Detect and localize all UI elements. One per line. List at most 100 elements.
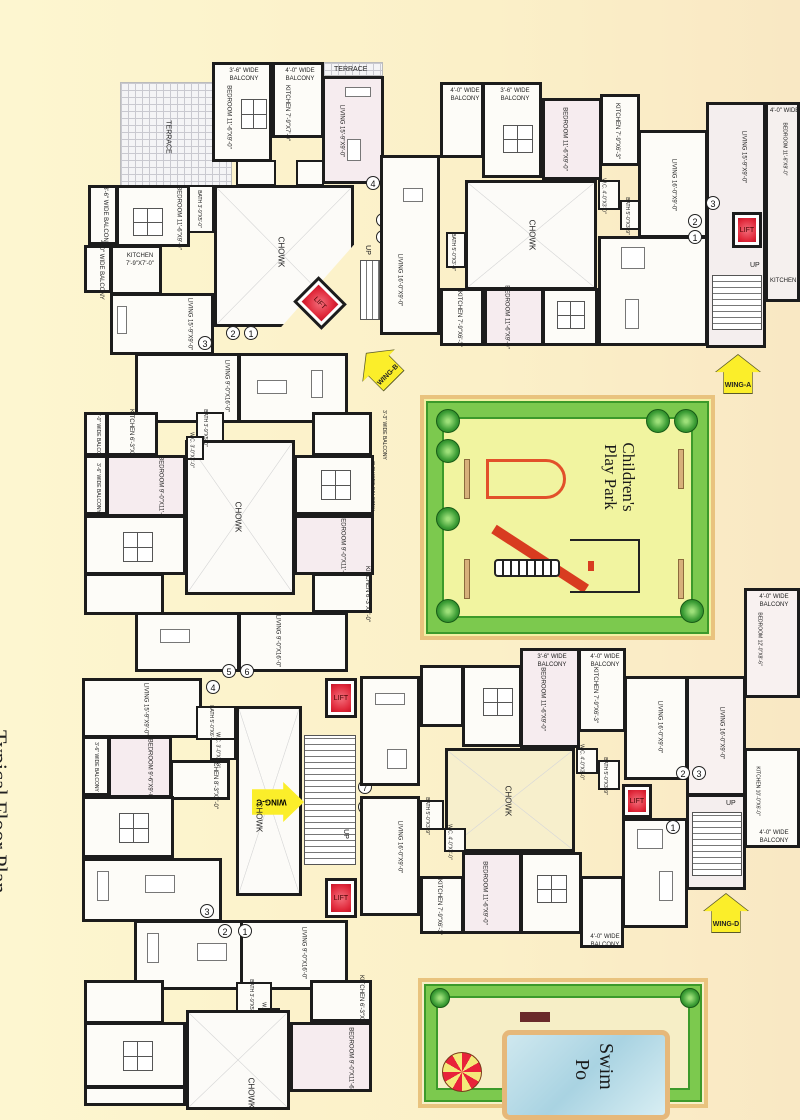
bed-icon [503, 125, 533, 153]
living-label: LIVING 15'-9"X9'-0" [186, 297, 193, 351]
balcony-label: 4'-0" WIDE BALCONY [590, 934, 620, 948]
chowk-bottom: CHOWK [186, 1010, 290, 1110]
room-living [238, 353, 348, 423]
room-bedroom [84, 1086, 186, 1106]
room-balcony: 3'-6" WIDE BALCONY [84, 455, 108, 515]
room-bedroom: BEDROOM 11'-6"X9'-0" [462, 852, 522, 934]
wc-label: W.C. 4'-0"X3'-0" [600, 178, 607, 214]
bedroom-label: BEDROOM 11'-6"X9'-0" [225, 85, 232, 149]
kitchen-label: KITCHEN 7'-9"X7'-0" [126, 253, 154, 267]
dining-table-icon [145, 875, 175, 893]
door-number: 2 [218, 924, 232, 938]
living-label: LIVING 16'-0"X9'-0" [670, 158, 677, 212]
kitchen-label: KITCHEN 7'-9"X7'-0" [283, 85, 290, 141]
room-balcony: 4'-0" WIDE BALCONY [84, 240, 112, 300]
balcony-label: 3'-6" WIDE BALCONY [537, 654, 567, 668]
room-bedroom: BEDROOM 9'-0"X11'-6" [106, 455, 186, 520]
tree-icon [436, 507, 460, 531]
kitchen-label: KITCHEN 10'-0"X6'-0" [754, 766, 761, 816]
room-living [82, 858, 222, 922]
bed-icon [133, 208, 163, 236]
room-bedroom [462, 665, 522, 747]
swimming-pool-area: Swim Po [418, 978, 708, 1120]
balcony-label: 4'-0" WIDE BALCONY [97, 240, 104, 300]
kitchen-label: KITCHEN 6'-3"X7'-0" [363, 566, 370, 622]
chowk-label: CHOWK [254, 801, 264, 833]
umbrella-icon [442, 1052, 482, 1092]
room-living: LIVING 9'-0"X16'-0" [135, 353, 240, 423]
bath-label: BATH 3'-9"X5'-0" [195, 190, 202, 228]
balcony-label: 4'-0" WIDE BALCONY [770, 108, 800, 114]
balcony-label: 4'-0" WIDE BALCONY [285, 68, 315, 82]
room-kitchen: KITCHEN 10'-0"X6'-0" 4'-0" WIDE BALCONY [744, 748, 800, 848]
room-bedroom [542, 288, 598, 346]
room-bedroom: BEDROOM 11'-6"X9'-0" [542, 98, 602, 180]
room-bedroom [84, 1022, 186, 1088]
staircase [304, 735, 356, 865]
room-bedroom: 3'-6" WIDE BALCONY BEDROOM 11'-6"X9'-0" [212, 62, 272, 162]
living-label: LIVING 16'-0"X9'-0" [396, 820, 403, 874]
lift-wing-d: LIFT [622, 784, 652, 818]
up-label: UP [750, 262, 760, 269]
room-balcony: 3'-6" WIDE BALCONY [82, 736, 110, 796]
wc-label: W.C. 3'-0"X4'-0" [188, 432, 195, 468]
kitchen-label: KITCHEN 6'-3"X7'-0" [770, 278, 800, 284]
balcony-label: 4'-0" WIDE BALCONY [759, 830, 789, 844]
terrace-label: TERRACE [334, 66, 368, 73]
room-wc: W.C. 3'-0"X4'-0" [186, 432, 204, 468]
room-bedroom [520, 852, 582, 934]
living-label: LIVING 16'-0"X9'-0" [656, 700, 663, 754]
living-label: LIVING 9'-0"X16'-0" [300, 926, 307, 980]
chowk-wing-b: CHOWK [214, 185, 354, 327]
room-bath: BATH 3'-9"X5'-0" [188, 185, 214, 233]
door-number: 1 [244, 326, 258, 340]
room-kitchen [420, 665, 464, 727]
sofa-icon [345, 87, 371, 97]
room-bedroom: 3'-6" WIDE BALCONY BEDROOM 11'-6"X9'-0" [520, 648, 580, 748]
room-kitchen: KITCHEN 7'-9"X6'-3" [440, 288, 484, 347]
lift-label: LIFT [331, 884, 351, 912]
room-living [360, 676, 420, 786]
room-kitchen [84, 573, 164, 615]
tree-icon [674, 409, 698, 433]
tree-icon [436, 409, 460, 433]
sofa-icon [659, 871, 673, 901]
room-kitchen: 4'-0" WIDE BALCONY KITCHEN 7'-9"X6'-3" [578, 648, 626, 732]
chowk-label: CHOWK [246, 1077, 256, 1109]
dining-table-icon [621, 247, 645, 269]
living-label: LIVING 16'-0"X9'-0" [396, 253, 403, 307]
room-living: LIVING 16'-0"X9'-0" [624, 676, 688, 780]
tree-icon [436, 599, 460, 623]
room-bath: BATH 5'-0"X3'-9" [446, 232, 466, 271]
room-kitchen: KITCHEN 7'-9"X7'-0" [110, 245, 162, 295]
balcony-label: 4'-0" WIDE BALCONY [590, 654, 620, 668]
room-living [622, 818, 688, 928]
wing-a-arrow: WING-A [715, 354, 761, 394]
room-kitchen: KITCHEN 7'-9"X6'-3" [600, 94, 640, 166]
room-balcony: 4'-0" WIDE BALCONY [84, 412, 108, 462]
staircase [692, 812, 742, 876]
chowk-label: CHOWK [233, 501, 243, 533]
door-number: 4 [366, 176, 380, 190]
door-number: 3 [692, 766, 706, 780]
door-number: 4 [206, 680, 220, 694]
lift-wing-c-top: LIFT [325, 678, 357, 718]
chowk-label: CHOWK [503, 785, 513, 817]
bed-icon [119, 813, 149, 843]
dining-table-icon [637, 829, 663, 849]
play-park-line1: Children's [619, 442, 638, 512]
room-bath: BATH 5'-0"X3'-9" [598, 757, 620, 795]
living-label: LIVING 16'-0"X9'-0" [718, 706, 725, 760]
living-label: LIVING 9'-0"X16'-0" [274, 614, 281, 668]
bed-icon [123, 1041, 153, 1071]
bedroom-label: BEDROOM 9'-0"X11'-6" [157, 456, 164, 520]
door-number: 1 [688, 230, 702, 244]
up-label: UP [726, 800, 736, 807]
page-title: Typical Floor Plan [0, 730, 12, 894]
room-kitchen: KITCHEN 6'-3"X7'-0" [310, 975, 372, 1031]
wing-c-label: WING-C [256, 797, 287, 807]
tree-icon [680, 599, 704, 623]
living-label: LIVING 15'-9"X9'-0" [338, 104, 345, 158]
door-number: 2 [226, 326, 240, 340]
kitchen-label: KITCHEN 7'-9"X6'-3" [613, 103, 620, 159]
